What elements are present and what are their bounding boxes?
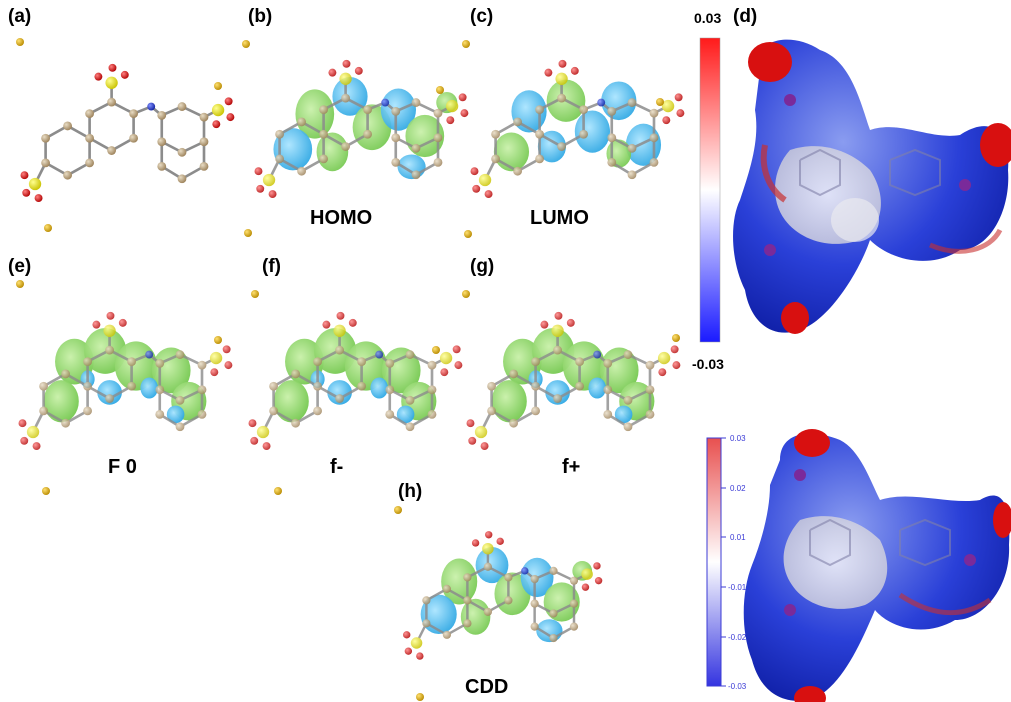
caption-homo: HOMO (310, 207, 373, 229)
colorbar-top (699, 37, 721, 343)
charge-density-difference (401, 529, 604, 662)
caption-cdd: CDD (465, 676, 509, 698)
caption-fminus: f- (330, 456, 344, 478)
panel-label-g: (g) (470, 256, 495, 277)
caption-lumo: LUMO (530, 207, 589, 229)
panel-label-c: (c) (470, 6, 494, 27)
fukui-f0 (17, 310, 234, 452)
colorbar-bottom-tick-2: 0.02 (730, 484, 746, 493)
mep-surface-bottom (743, 429, 1011, 702)
fukui-fminus (247, 310, 464, 452)
colorbar-top-min: -0.03 (692, 356, 724, 372)
mep-surface-top (733, 39, 1011, 334)
colorbar-bottom-tick-4: -0.01 (728, 583, 747, 592)
colorbar-top-max: 0.03 (694, 10, 722, 26)
molecule-structure-a (19, 62, 236, 204)
colorbar-bottom-tick-6: -0.03 (728, 682, 747, 691)
caption-f0: F 0 (108, 456, 137, 478)
fukui-fplus (465, 310, 682, 452)
panel-label-a: (a) (8, 6, 32, 27)
colorbar-bottom (706, 437, 722, 687)
panel-label-b: (b) (248, 6, 273, 27)
panel-label-f: (f) (262, 256, 281, 277)
caption-fplus: f+ (562, 456, 581, 478)
panel-label-e: (e) (8, 256, 32, 277)
homo-orbital (253, 58, 470, 200)
colorbar-bottom-tick-3: 0.01 (730, 533, 746, 542)
colorbar-bottom-tick-1: 0.03 (730, 434, 746, 443)
panel-label-h: (h) (398, 481, 423, 502)
panel-label-d: (d) (733, 6, 758, 27)
lumo-orbital (469, 58, 686, 200)
colorbar-bottom-tick-5: -0.02 (728, 633, 747, 642)
